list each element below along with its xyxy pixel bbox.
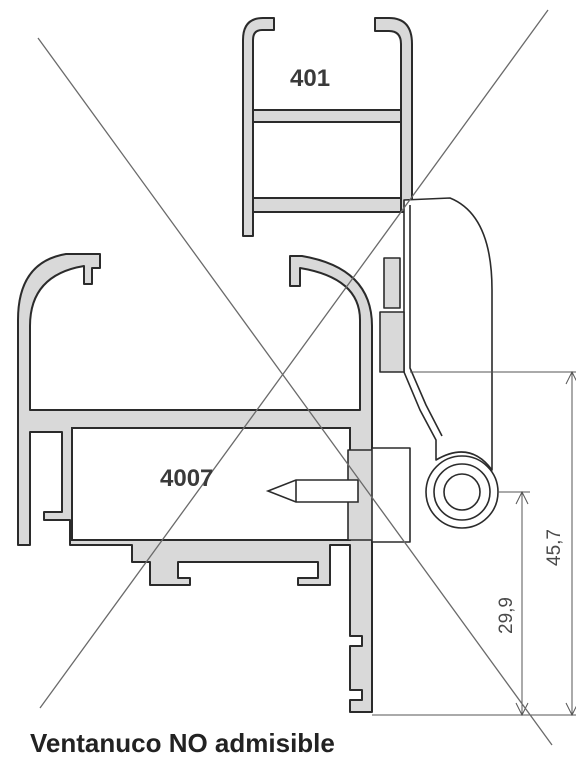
screw <box>265 479 359 503</box>
profile-401-chamber <box>252 121 402 199</box>
dimension-29-9-label: 29,9 <box>496 597 517 634</box>
profile-4007-label: 4007 <box>160 465 213 492</box>
cross-out-lines <box>37 9 553 746</box>
profile-401-label: 401 <box>290 65 330 92</box>
caption-text: Ventanuco NO admisible <box>30 728 335 758</box>
dimension-45-7-label: 45,7 <box>544 529 565 566</box>
dimension-lines <box>372 370 576 717</box>
hinge-assembly <box>347 197 499 543</box>
